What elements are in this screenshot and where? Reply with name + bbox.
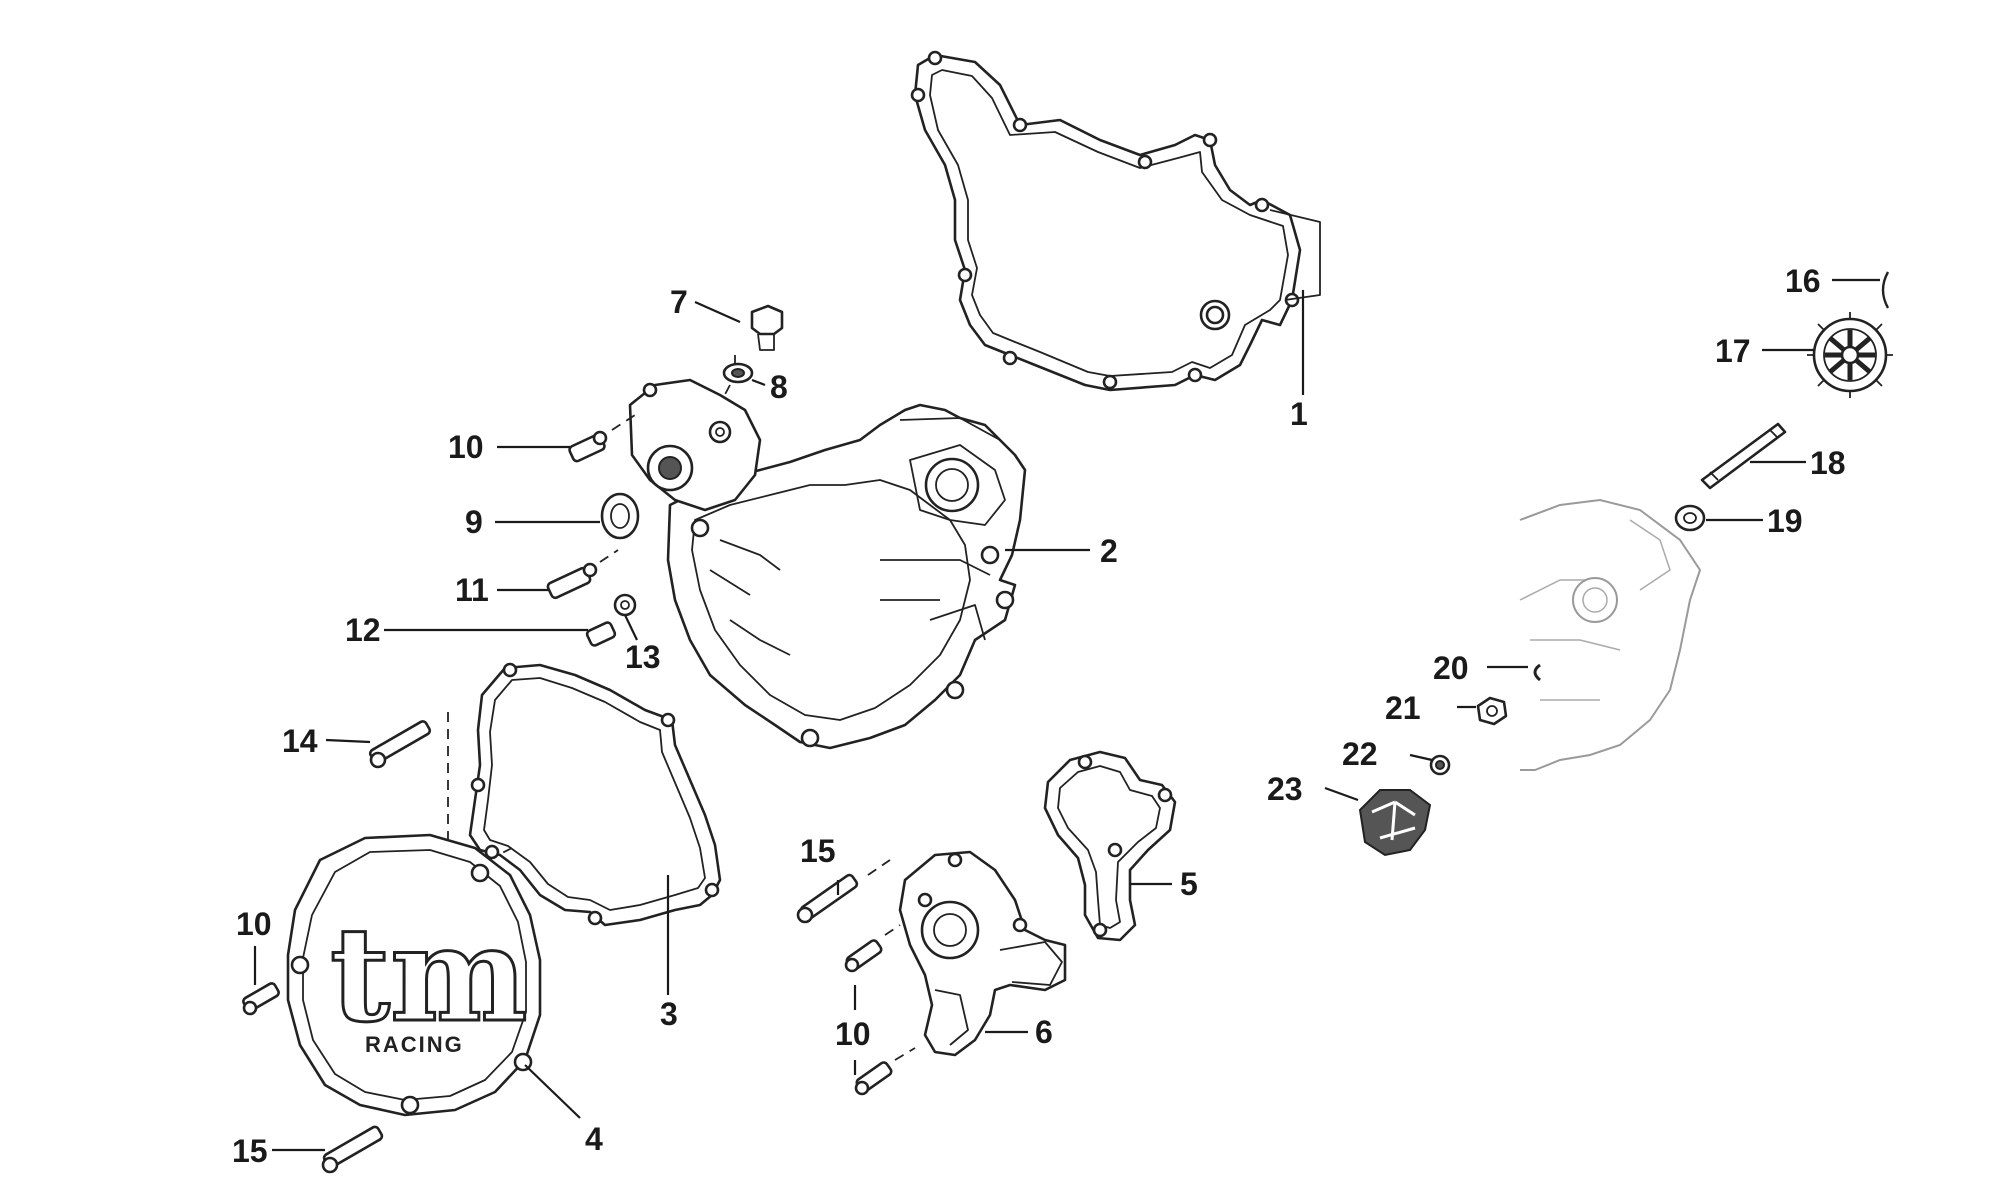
label-11: 11 bbox=[455, 572, 489, 608]
washer-8 bbox=[722, 362, 754, 384]
label-7: 7 bbox=[670, 284, 688, 320]
label-1: 1 bbox=[1290, 396, 1308, 432]
impeller-23 bbox=[1358, 789, 1432, 857]
seal-ring-19 bbox=[1674, 504, 1706, 532]
leader-lines bbox=[253, 278, 1880, 1152]
label-3: 3 bbox=[660, 996, 678, 1032]
clutch-cover-2 bbox=[628, 378, 1027, 750]
clip-20 bbox=[1533, 663, 1541, 682]
label-10-pump: 10 bbox=[835, 1016, 871, 1052]
label-4: 4 bbox=[585, 1121, 603, 1157]
label-14: 14 bbox=[282, 723, 318, 759]
label-15-lower: 15 bbox=[232, 1133, 268, 1169]
label-21: 21 bbox=[1385, 690, 1421, 726]
nut-21 bbox=[1476, 696, 1508, 726]
gear-17 bbox=[1807, 312, 1893, 398]
part-labels: 1 2 3 4 5 6 7 8 9 10 10 10 11 12 13 14 1… bbox=[232, 263, 1846, 1169]
label-9: 9 bbox=[465, 504, 483, 540]
label-20: 20 bbox=[1433, 650, 1469, 686]
bolt-10-upper bbox=[568, 430, 608, 463]
label-8: 8 bbox=[770, 369, 788, 405]
label-10-upper: 10 bbox=[448, 429, 484, 465]
label-22: 22 bbox=[1342, 736, 1378, 772]
racing-logo-text: RACING bbox=[365, 1032, 464, 1057]
label-13: 13 bbox=[625, 639, 661, 675]
circlip-16 bbox=[1881, 271, 1890, 309]
bolt-10-pump-lower bbox=[854, 1061, 893, 1096]
oil-plug-7 bbox=[750, 304, 784, 351]
bolt-15-upper bbox=[796, 873, 859, 924]
water-pump-cover-6 bbox=[898, 850, 1067, 1057]
engine-case-reference bbox=[1519, 498, 1702, 771]
washer-13 bbox=[613, 593, 637, 617]
label-6: 6 bbox=[1035, 1014, 1053, 1050]
label-16: 16 bbox=[1785, 263, 1821, 299]
bolt-14 bbox=[368, 720, 432, 769]
bolt-10-lower-left bbox=[242, 982, 280, 1016]
bolt-12 bbox=[585, 621, 617, 647]
label-2: 2 bbox=[1100, 533, 1118, 569]
label-19: 19 bbox=[1767, 503, 1803, 539]
label-12: 12 bbox=[345, 612, 381, 648]
gasket-3 bbox=[468, 662, 722, 927]
water-pump-gasket-5 bbox=[1043, 750, 1177, 942]
label-18: 18 bbox=[1810, 445, 1846, 481]
label-10-left: 10 bbox=[236, 906, 272, 942]
bolt-10-pump-upper bbox=[844, 939, 883, 973]
oil-seal-9 bbox=[600, 492, 640, 540]
label-23: 23 bbox=[1267, 771, 1303, 807]
gasket-1 bbox=[910, 50, 1321, 392]
shaft-18 bbox=[1700, 422, 1787, 490]
label-17: 17 bbox=[1715, 333, 1751, 369]
washer-22 bbox=[1429, 754, 1451, 776]
label-15-upper: 15 bbox=[800, 833, 836, 869]
ignition-cover-4: tm RACING bbox=[286, 833, 542, 1117]
tm-logo: tm bbox=[330, 898, 528, 1051]
bolt-11 bbox=[546, 562, 598, 600]
label-5: 5 bbox=[1180, 866, 1198, 902]
bolt-15-lower bbox=[321, 1125, 384, 1174]
